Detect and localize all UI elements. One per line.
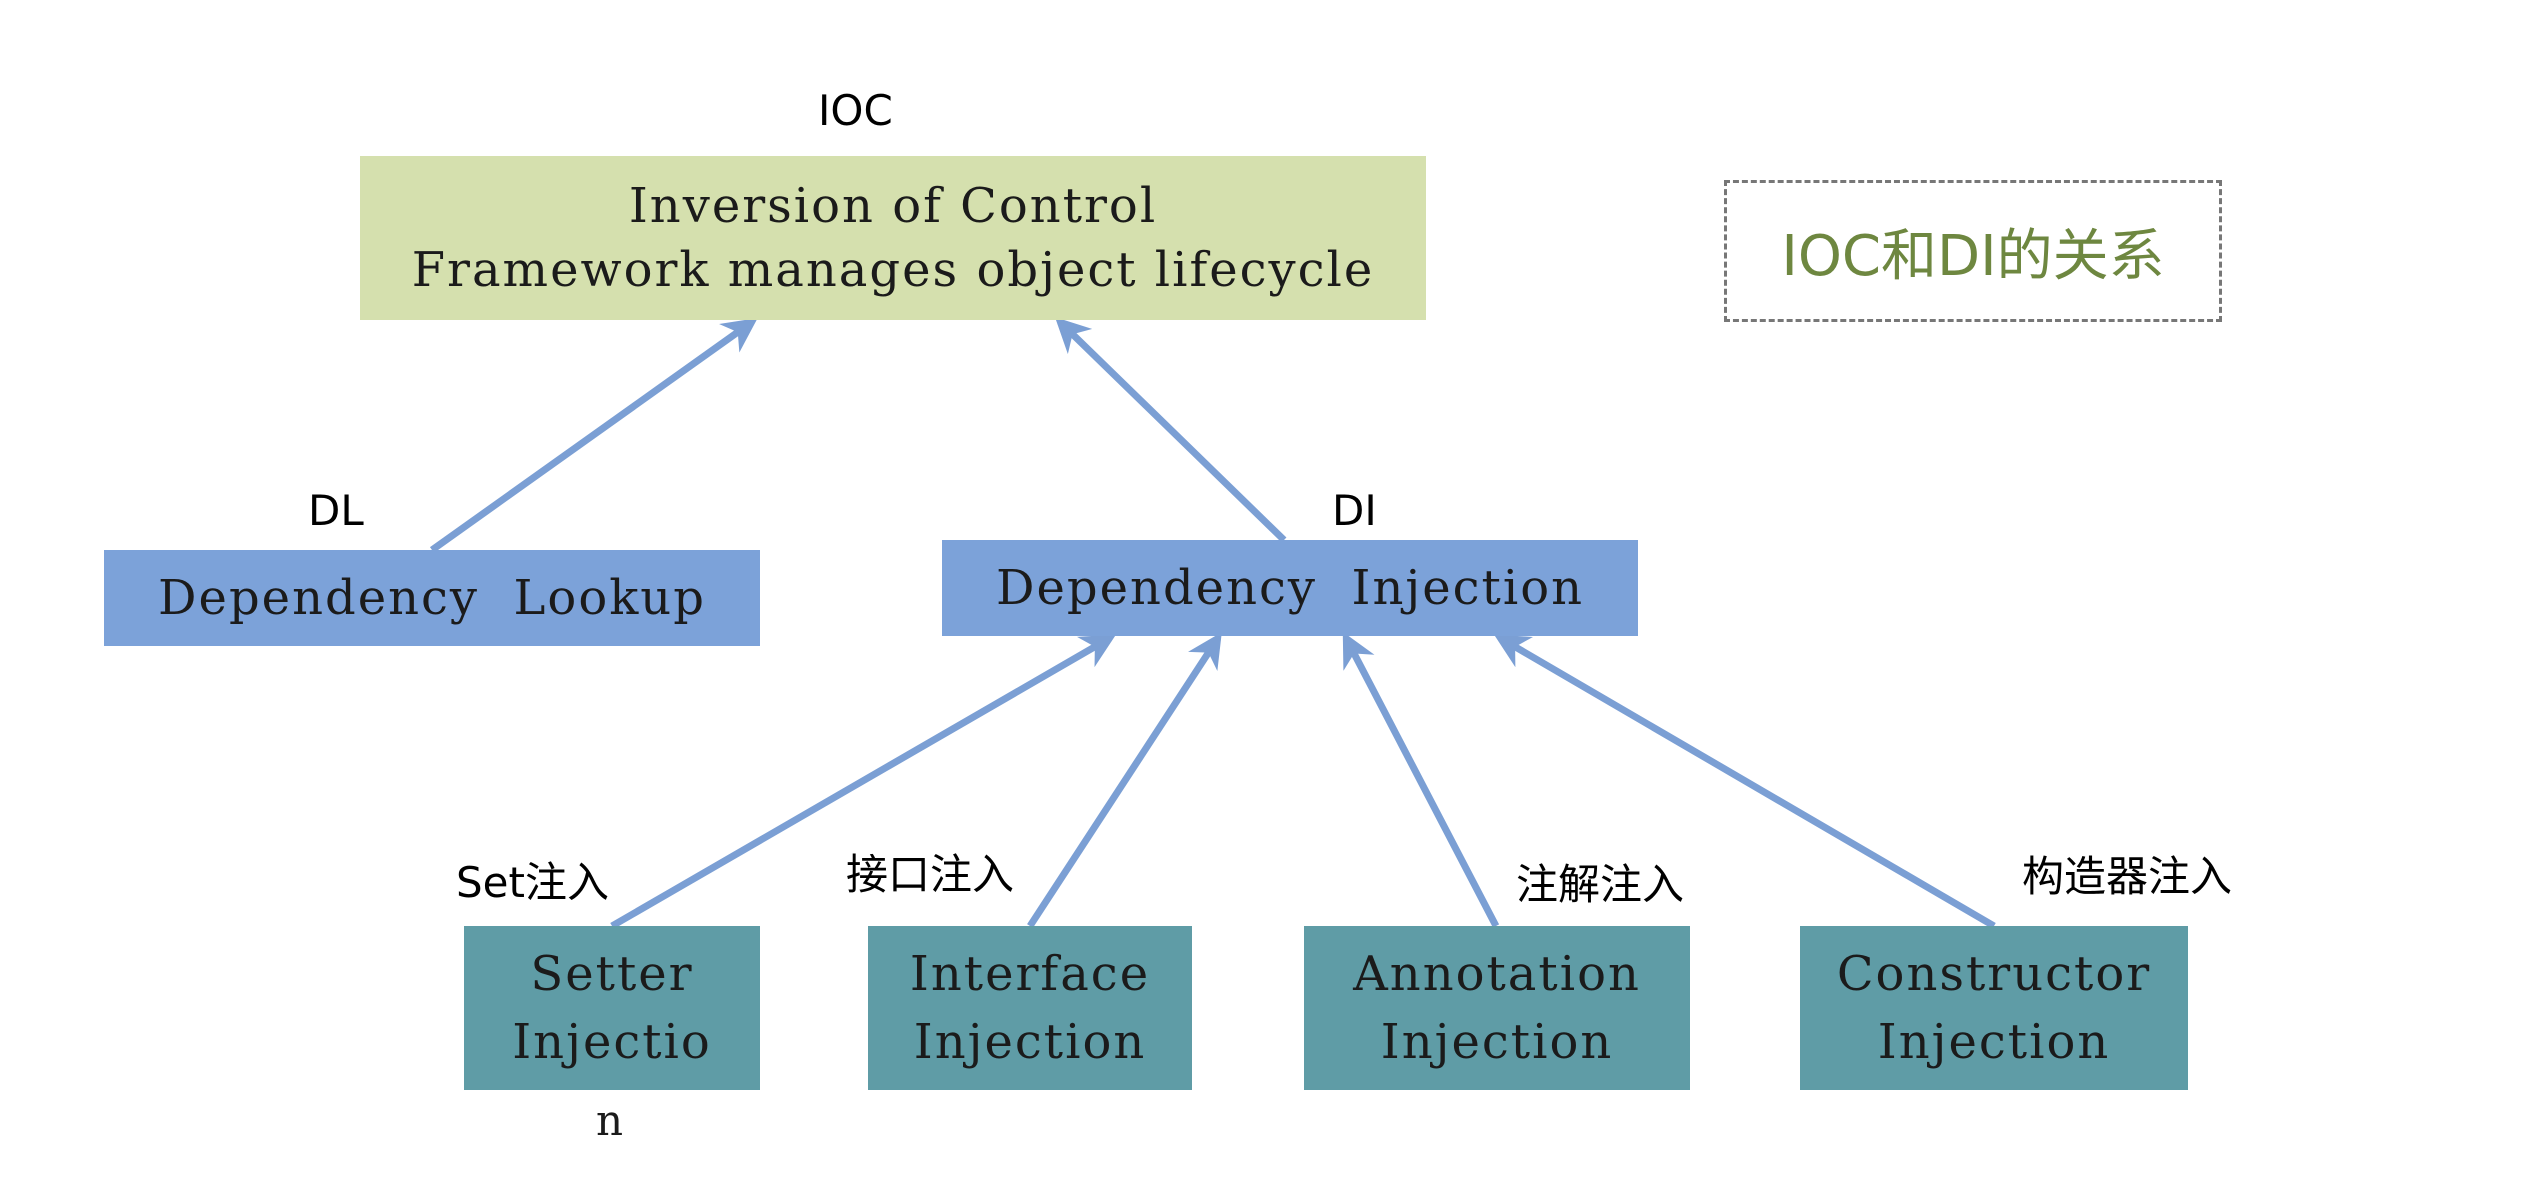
di-node: Dependency Injection (942, 540, 1638, 636)
annotation-tag: 注解注入 (1516, 860, 1685, 909)
arrow-dl-to-ioc (429, 317, 758, 553)
ioc-line2: Framework manages object lifecycle (411, 242, 1375, 298)
di-text: Dependency Injection (996, 560, 1584, 616)
constructor-line1: Constructor (1836, 946, 2152, 1002)
constructor-tag: 构造器注入 (2022, 852, 2233, 901)
setter-tag: Set注入 (456, 858, 609, 907)
arrow-interface-to-di (1027, 632, 1222, 928)
interface-injection-node: Interface Injection (868, 926, 1192, 1090)
interface-line1: Interface (909, 946, 1151, 1002)
annotation-line1: Annotation (1353, 946, 1641, 1002)
constructor-injection-node: Constructor Injection (1800, 926, 2188, 1090)
setter-line2: Injectio (512, 1014, 712, 1070)
arrow-annotation-to-di (1342, 631, 1500, 928)
ioc-line1: Inversion of Control (628, 178, 1158, 234)
title-text: IOC和DI的关系 (1781, 223, 2165, 289)
ioc-tag: IOC (818, 86, 893, 135)
title-box: IOC和DI的关系 (1724, 180, 2222, 322)
di-tag: DI (1332, 486, 1377, 535)
interface-line2: Injection (913, 1014, 1147, 1070)
setter-overflow-text: n (596, 1096, 624, 1145)
dl-tag: DL (308, 486, 364, 535)
interface-tag: 接口注入 (846, 850, 1015, 899)
setter-injection-node: Setter Injectio (464, 926, 760, 1090)
annotation-injection-node: Annotation Injection (1304, 926, 1690, 1090)
constructor-line2: Injection (1877, 1014, 2111, 1070)
arrow-di-to-ioc (1054, 317, 1287, 543)
setter-line1: Setter (530, 946, 694, 1002)
ioc-node: Inversion of Control Framework manages o… (360, 156, 1426, 320)
arrow-constructor-to-di (1493, 634, 1996, 930)
arrow-setter-to-di (610, 634, 1117, 930)
annotation-line2: Injection (1380, 1014, 1614, 1070)
dl-node: Dependency Lookup (104, 550, 760, 646)
dl-text: Dependency Lookup (158, 570, 706, 626)
